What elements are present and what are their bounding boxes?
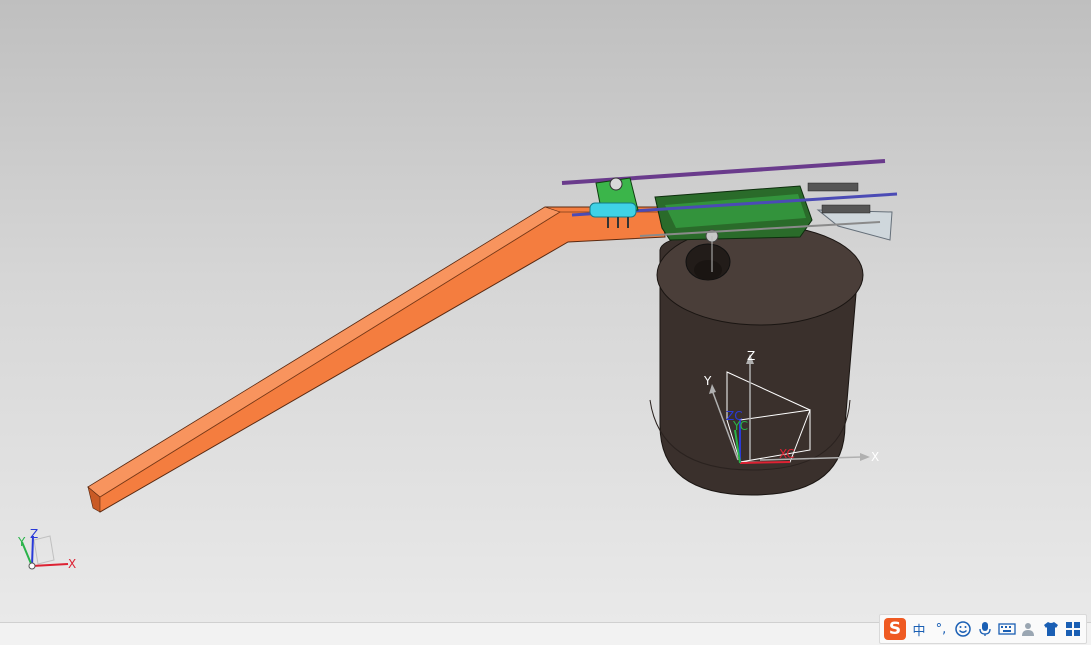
wcs-yc-label: YC xyxy=(732,419,748,433)
tank-body[interactable] xyxy=(649,224,864,496)
wcs-z-label: Z xyxy=(747,349,755,363)
triad-z-label: Z xyxy=(30,527,38,541)
user-icon[interactable] xyxy=(1020,620,1038,638)
view-triad xyxy=(21,535,69,570)
ime-mode-toggle[interactable]: 中 xyxy=(912,623,926,639)
wcs-zc-label: ZC xyxy=(726,409,743,423)
wcs-x-label: X xyxy=(871,450,879,464)
graphics-window[interactable]: Z Y X XC YC ZC X Y Z xyxy=(0,0,1091,622)
shirt-icon[interactable] xyxy=(1042,620,1060,638)
keyboard-icon[interactable] xyxy=(998,620,1016,638)
grid-icon[interactable] xyxy=(1064,620,1082,638)
sogou-logo-icon[interactable]: S xyxy=(884,618,906,640)
wcs-y-label: Y xyxy=(703,374,712,388)
triad-x-label: X xyxy=(68,557,76,571)
ime-punctuation-toggle[interactable]: °, xyxy=(935,621,947,637)
sensor-module[interactable] xyxy=(589,177,639,228)
wcs-xc-label: XC xyxy=(779,447,795,461)
microphone-icon[interactable] xyxy=(976,620,994,638)
smiley-icon[interactable] xyxy=(954,620,972,638)
orange-arm[interactable] xyxy=(87,206,666,513)
ime-toolbar[interactable]: S 中 °, xyxy=(879,614,1087,644)
triad-y-label: Y xyxy=(17,535,26,549)
status-bar xyxy=(0,622,1091,645)
model-scene[interactable]: Z Y X XC YC ZC X Y Z xyxy=(0,0,1091,622)
wcs-csys xyxy=(709,354,870,464)
